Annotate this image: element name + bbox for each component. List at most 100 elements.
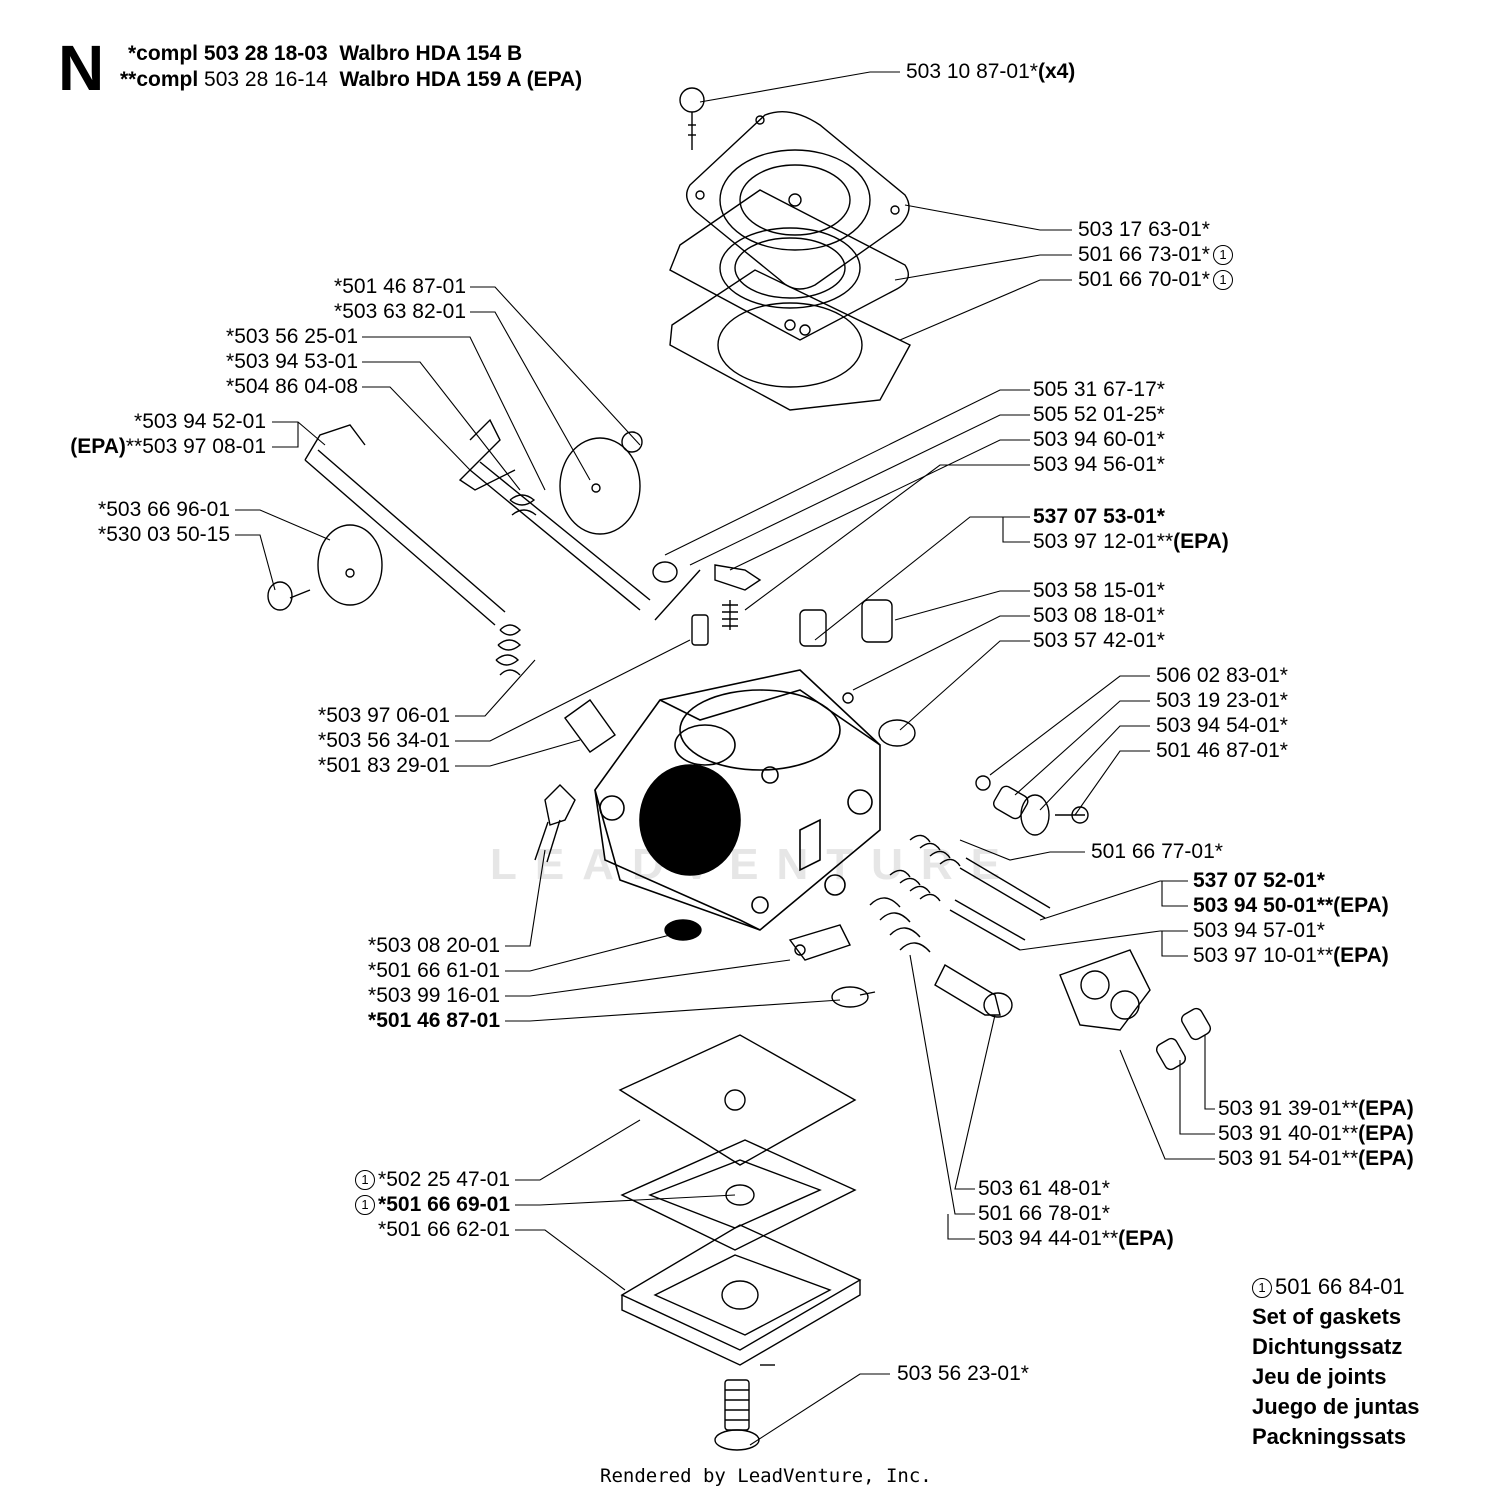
header-line-1-model: Walbro HDA 154 B xyxy=(339,42,523,65)
gasket-set-line-en: Set of gaskets xyxy=(1252,1304,1402,1329)
callout-c10-epa: (EPA) xyxy=(1173,530,1229,553)
gasket-set-mark: 1 xyxy=(355,1195,376,1215)
choke-shaft xyxy=(267,424,506,626)
metering-diaphragm xyxy=(669,189,909,341)
gasket-set-line-sv: Packningssats xyxy=(1252,1424,1407,1449)
callout-c35: *503 94 52-01 xyxy=(134,410,266,433)
callout-c26: 503 61 48-01* xyxy=(978,1177,1110,1200)
callout-c36: (EPA)**503 97 08-01 xyxy=(16,435,266,459)
callout-c14: 506 02 83-01* xyxy=(1156,664,1288,687)
gasket-set-mark: 1 xyxy=(1212,245,1233,265)
callout-c37: *503 66 96-01 xyxy=(98,498,230,521)
pump-gasket xyxy=(620,1139,857,1251)
top-cover xyxy=(686,111,910,290)
callout-c25-part: 503 91 54-01** xyxy=(1218,1147,1359,1170)
callout-c09: 537 07 53-01* xyxy=(1033,505,1165,528)
callout-c17: 501 46 87-01* xyxy=(1156,739,1288,762)
callout-c16: 503 94 54-01* xyxy=(1156,714,1288,737)
callout-c46-part: *502 25 47-01 xyxy=(378,1168,510,1191)
header-line-2: **compl 503 28 16-14 Walbro HDA 159 A (E… xyxy=(120,68,582,92)
callout-c30: *501 46 87-01 xyxy=(334,275,466,298)
callout-c10-part: 503 97 12-01** xyxy=(1033,530,1174,553)
callout-c03: 501 66 73-01*1 xyxy=(1078,243,1236,267)
callout-c25-epa: (EPA) xyxy=(1358,1147,1414,1170)
choke-spring xyxy=(495,624,522,676)
callout-c21: 503 94 57-01* xyxy=(1193,919,1325,942)
callout-c22: 503 97 10-01**(EPA) xyxy=(1193,944,1389,968)
bracket-screw xyxy=(788,924,876,1008)
callout-c02: 503 17 63-01* xyxy=(1078,218,1210,241)
header-line-1: *compl 503 28 18-03 Walbro HDA 154 B xyxy=(128,42,522,66)
callout-c38: *530 03 50-15 xyxy=(98,523,230,546)
callout-c01-part: 503 10 87-01* xyxy=(906,60,1038,83)
callout-c10: 503 97 12-01**(EPA) xyxy=(1033,530,1229,554)
render-credit: Rendered by LeadVenture, Inc. xyxy=(600,1465,932,1487)
adjusting-needles xyxy=(869,834,1051,1018)
callout-c34: *504 86 04-08 xyxy=(226,375,358,398)
callout-c47: 1*501 66 69-01 xyxy=(270,1193,510,1217)
gasket-set-line-de: Dichtungssatz xyxy=(1252,1334,1403,1359)
gasket-set-line-es: Juego de juntas xyxy=(1252,1394,1420,1419)
header-line-2-prefix: **compl xyxy=(120,68,199,91)
callout-c31: *503 63 82-01 xyxy=(334,300,466,323)
header-line-2-part: 503 28 16-14 xyxy=(204,68,328,91)
callout-c39: *503 97 06-01 xyxy=(318,704,450,727)
callout-c40: *503 56 34-01 xyxy=(318,729,450,752)
callout-c42: *503 08 20-01 xyxy=(368,934,500,957)
callout-c20-part: 503 94 50-01** xyxy=(1193,894,1334,917)
callout-c27: 501 66 78-01* xyxy=(978,1202,1110,1225)
callout-c47-part: *501 66 69-01 xyxy=(378,1193,510,1216)
callout-c28-part: 503 94 44-01** xyxy=(978,1227,1119,1250)
callout-c45: *501 46 87-01 xyxy=(368,1009,500,1032)
callout-c32: *503 56 25-01 xyxy=(226,325,358,348)
right-parts xyxy=(975,775,1212,1071)
callout-c11: 503 58 15-01* xyxy=(1033,579,1165,602)
callout-c43: *501 66 61-01 xyxy=(368,959,500,982)
callout-c19: 537 07 52-01* xyxy=(1193,869,1325,892)
callout-c29: 503 56 23-01* xyxy=(897,1362,1029,1385)
leader-lines xyxy=(235,71,1215,1446)
callout-c04-part: 501 66 70-01* xyxy=(1078,268,1210,291)
callout-c46: 1*502 25 47-01 xyxy=(270,1168,510,1192)
screw-top xyxy=(679,87,705,150)
callout-c23: 503 91 39-01**(EPA) xyxy=(1218,1097,1414,1121)
callout-c28: 503 94 44-01**(EPA) xyxy=(978,1227,1174,1251)
callout-c22-epa: (EPA) xyxy=(1333,944,1389,967)
small-parts-upper xyxy=(652,561,916,747)
callout-c05: 505 31 67-17* xyxy=(1033,378,1165,401)
throttle-shaft xyxy=(458,418,651,611)
callout-c08: 503 94 56-01* xyxy=(1033,453,1165,476)
gasket-set-mark: 1 xyxy=(355,1170,376,1190)
callout-c07: 503 94 60-01* xyxy=(1033,428,1165,451)
callout-c22-part: 503 97 10-01** xyxy=(1193,944,1334,967)
gasket-set-mark: 1 xyxy=(1212,270,1233,290)
pump-diaphragm xyxy=(618,1034,857,1166)
watermark: LEADVENTURE xyxy=(490,840,1019,889)
callout-c36-part: **503 97 08-01 xyxy=(125,435,266,458)
callout-c06: 505 52 01-25* xyxy=(1033,403,1165,426)
header-line-2-model: Walbro HDA 159 A (EPA) xyxy=(339,68,583,91)
callout-c01-qty: (x4) xyxy=(1037,60,1076,83)
callout-c24-epa: (EPA) xyxy=(1358,1122,1414,1145)
header-line-1-prefix: *compl xyxy=(128,42,199,65)
bottom-screw xyxy=(714,1379,760,1451)
callout-c01: 503 10 87-01*(x4) xyxy=(906,60,1075,84)
gasket-set-mark: 1 xyxy=(1252,1278,1272,1298)
header-line-1-part: 503 28 18-03 xyxy=(203,42,328,65)
carburetor-body xyxy=(594,669,881,931)
callout-c44: *503 99 16-01 xyxy=(368,984,500,1007)
callout-c24-part: 503 91 40-01** xyxy=(1218,1122,1359,1145)
callout-c36-epa: (EPA) xyxy=(70,435,126,458)
callout-c28-epa: (EPA) xyxy=(1118,1227,1174,1250)
callout-c04: 501 66 70-01*1 xyxy=(1078,268,1236,292)
callout-c33: *503 94 53-01 xyxy=(226,350,358,373)
callout-c25: 503 91 54-01**(EPA) xyxy=(1218,1147,1414,1171)
gasket-set-line-fr: Jeu de joints xyxy=(1252,1364,1387,1389)
venturi-sleeve xyxy=(564,699,616,753)
callout-c24: 503 91 40-01**(EPA) xyxy=(1218,1122,1414,1146)
callout-c12: 503 08 18-01* xyxy=(1033,604,1165,627)
